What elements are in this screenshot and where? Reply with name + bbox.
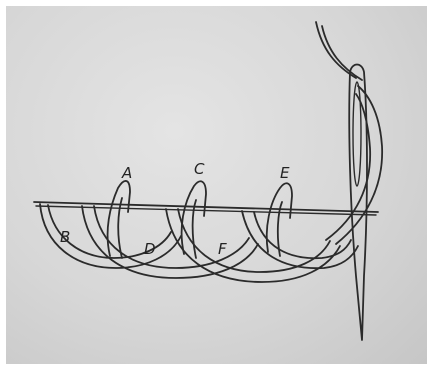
label-c: C (194, 160, 205, 178)
sketch-photo: A B C D E F (6, 6, 427, 364)
label-a: A (121, 164, 132, 182)
label-d: D (144, 240, 156, 258)
stitch-diagram: A B C D E F (6, 6, 427, 364)
thread-to-needle (336, 86, 382, 244)
thread-hook-a-inner (118, 198, 122, 258)
thread-hook-e-inner (278, 202, 282, 256)
label-b: B (60, 228, 70, 246)
label-f: F (218, 240, 227, 258)
thread-hook-c-inner (193, 200, 196, 258)
needle-eye (353, 82, 361, 186)
label-e: E (280, 164, 290, 182)
thread-to-needle-inner (326, 94, 370, 240)
